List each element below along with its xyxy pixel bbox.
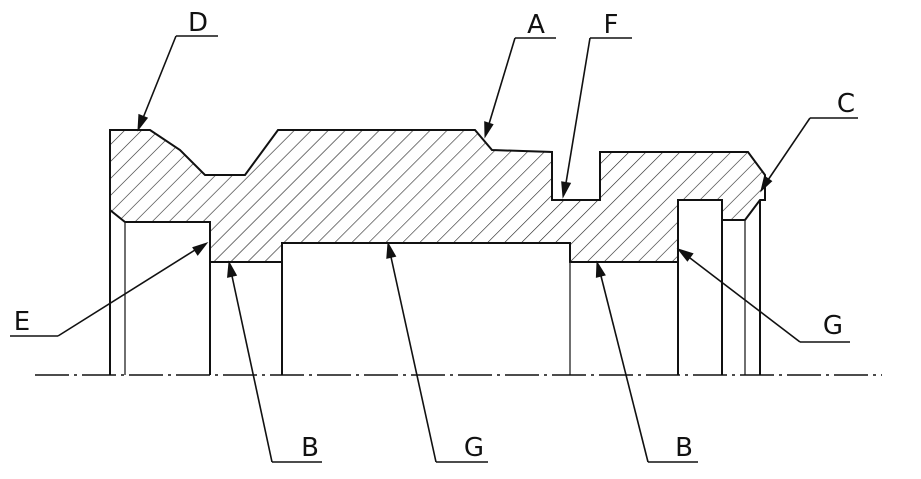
label-D: D [188, 8, 208, 38]
leader-B-left: B [227, 260, 322, 463]
label-F: F [604, 10, 619, 40]
label-B-left: B [301, 433, 319, 463]
leader-A: A [484, 10, 556, 139]
label-E: E [14, 307, 30, 337]
leader-G-bottom: G [386, 241, 488, 463]
leader-G-right: G [676, 248, 850, 343]
label-A: A [527, 10, 545, 40]
leader-B-right: B [595, 260, 698, 463]
part-outlines [109, 200, 761, 375]
label-G-bottom: G [464, 433, 484, 463]
leader-D: D [137, 8, 218, 132]
leader-E: E [10, 242, 209, 337]
label-B-right: B [675, 433, 693, 463]
label-G-right: G [823, 311, 843, 341]
leader-C: C [760, 89, 858, 193]
label-C: C [837, 89, 855, 119]
leader-F: F [561, 10, 632, 199]
